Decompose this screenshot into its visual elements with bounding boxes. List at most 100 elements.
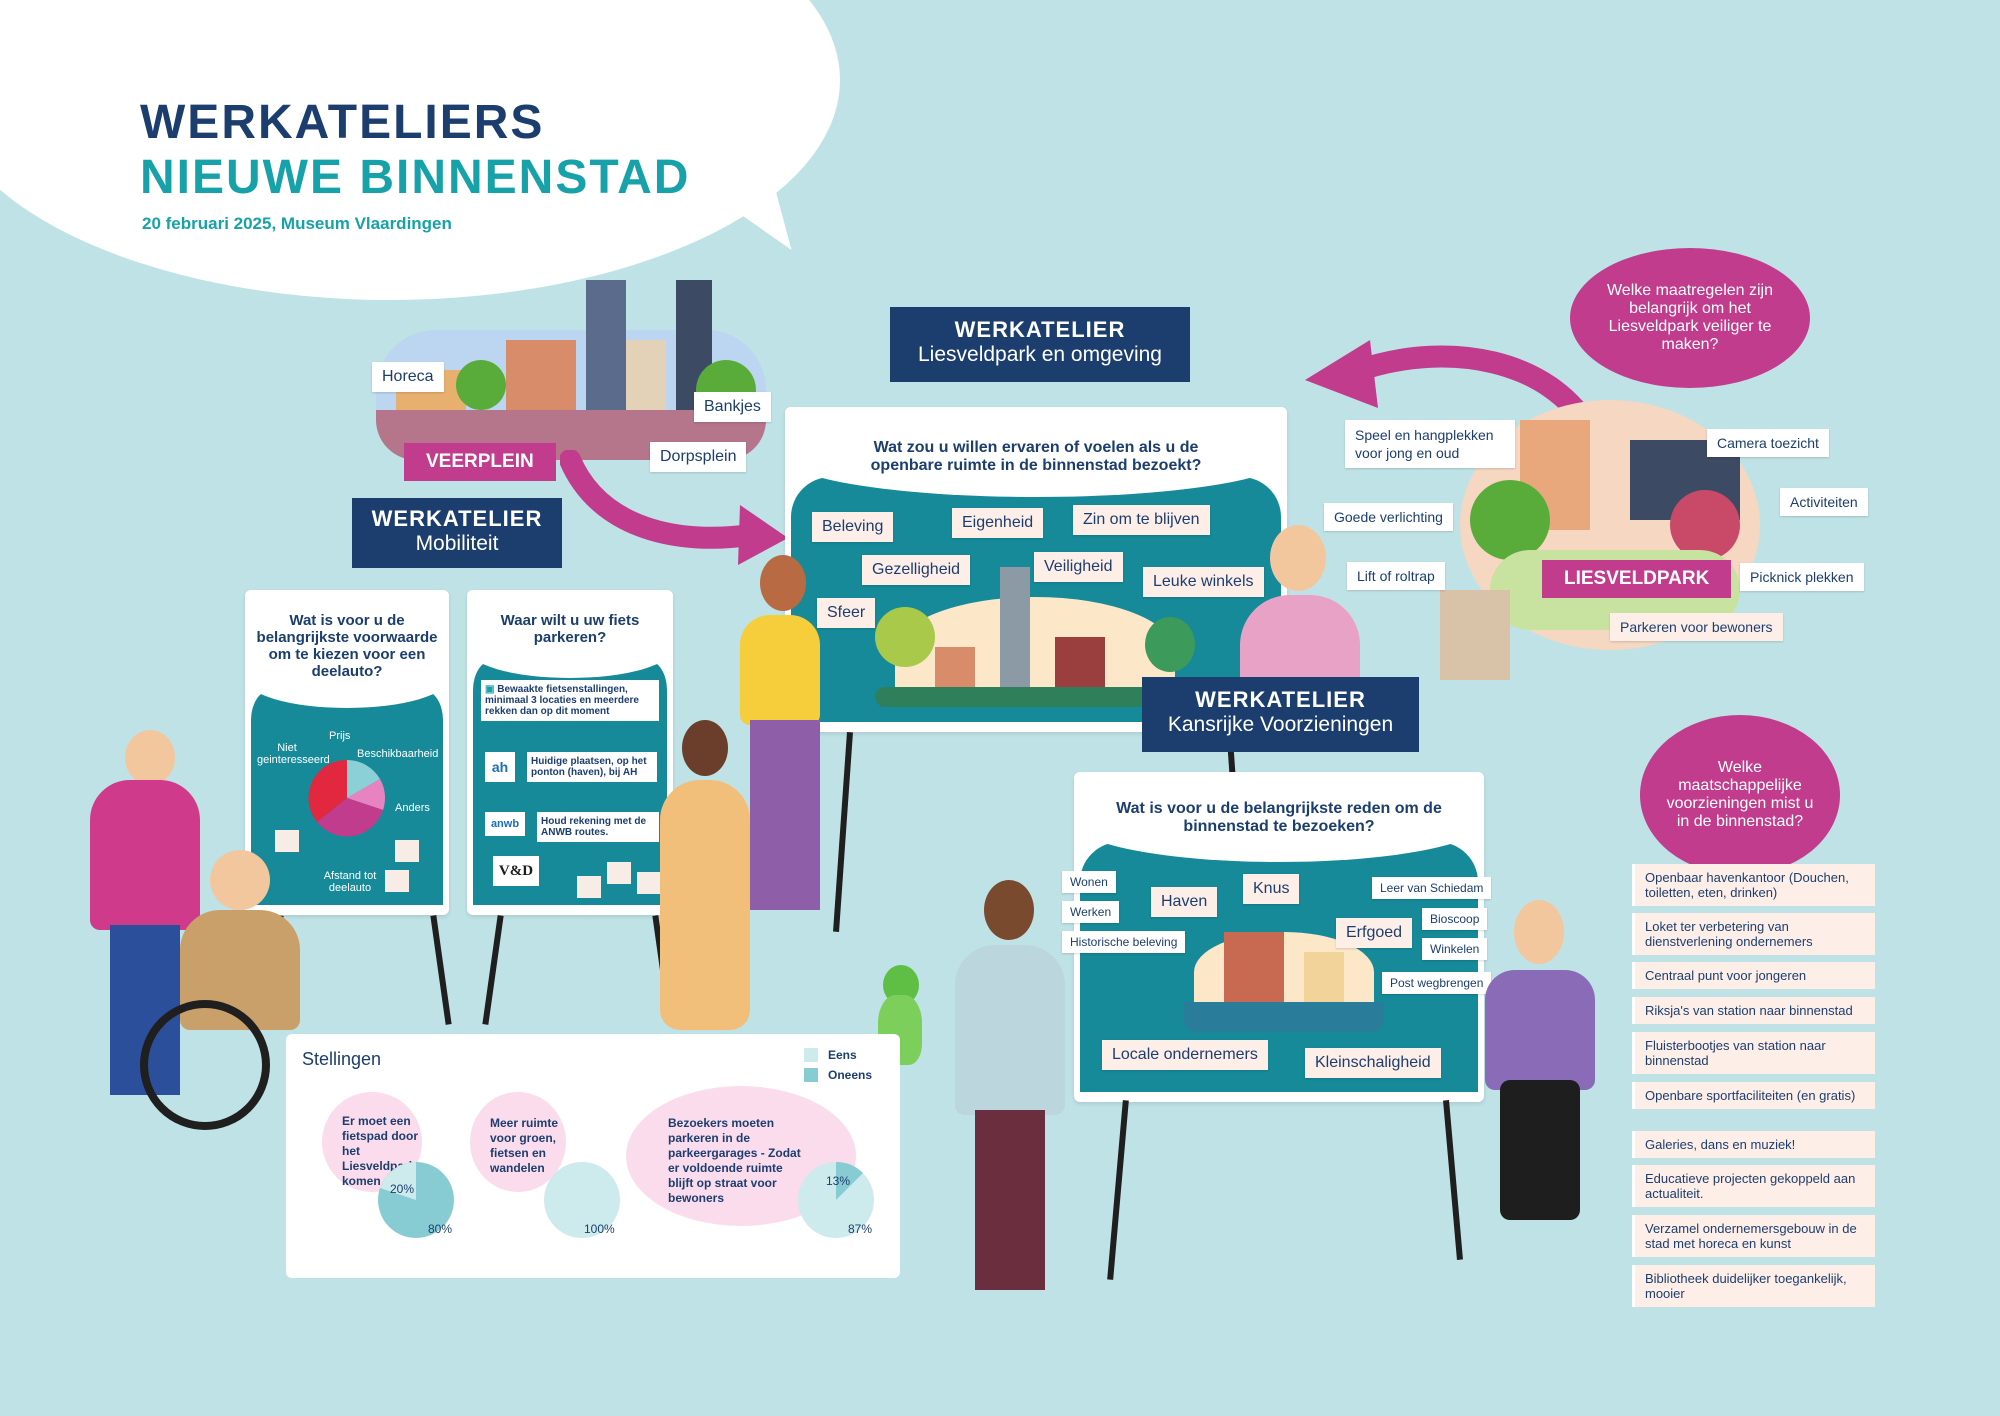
kansrijke-tag-wonen: Wonen <box>1062 871 1116 893</box>
liesveld-tag-parkeren: Parkeren voor bewoners <box>1610 613 1783 641</box>
liesveld-tag-veiligheid: Veiligheid <box>1034 552 1123 582</box>
veerplein-tag-horeca: Horeca <box>372 362 444 392</box>
liesveld-tag-activiteiten: Activiteiten <box>1780 488 1868 516</box>
mobiliteit-board-fiets: Waar wilt u uw fiets parkeren? ▣ Bewaakt… <box>467 590 673 915</box>
kansrijke-tag-locale: Locale ondernemers <box>1102 1040 1268 1070</box>
easel-legs <box>1107 1100 1129 1280</box>
deelauto-question: Wat is voor u de belangrijkste voorwaard… <box>256 612 438 680</box>
person-yellow-dress <box>650 720 760 1040</box>
kansrijke-tag-haven: Haven <box>1151 887 1218 917</box>
voorziening-item: Openbare sportfaciliteiten (en gratis) <box>1632 1082 1875 1109</box>
kansrijke-tag-schiedam: Leer van Schiedam <box>1372 877 1492 899</box>
voorziening-item: Verzamel ondernemersgebouw in de stad me… <box>1632 1215 1875 1257</box>
easel-legs <box>482 915 504 1025</box>
pie-pct-eens: 13% <box>826 1174 851 1188</box>
page-subtitle: 20 februari 2025, Museum Vlaardingen <box>142 214 452 233</box>
mobiliteit-board-deelauto: Wat is voor u de belangrijkste voorwaard… <box>245 590 449 915</box>
page-title-line2: NIEUWE BINNENSTAD <box>140 151 691 204</box>
kansrijke-tag-historisch: Historische beleving <box>1062 931 1186 953</box>
kansrijke-tag-kleinschalig: Kleinschaligheid <box>1305 1048 1441 1078</box>
camera-icon: ▣ <box>485 684 498 695</box>
voorziening-item: Centraal punt voor jongeren <box>1632 962 1875 989</box>
stellingen-title: Stellingen <box>302 1049 382 1069</box>
fiets-item-anwb: Houd rekening met de ANWB routes. <box>537 812 659 842</box>
town-illustration <box>875 567 1195 707</box>
veerplein-tag-dorpsplein: Dorpsplein <box>650 442 747 472</box>
arrow-veerplein <box>560 450 788 565</box>
legend-label-oneens: Oneens <box>828 1068 873 1082</box>
liesveld-tag-lift: Lift of roltrap <box>1347 562 1445 590</box>
kansrijke-tag-post: Post wegbrengen <box>1382 972 1492 994</box>
sticky-note <box>577 876 601 898</box>
person-yellow-top <box>720 555 840 955</box>
fiets-question: Waar wilt u uw fiets parkeren? <box>500 612 640 646</box>
liesveld-tag-beleving: Beleving <box>812 512 894 542</box>
kansrijke-tag-bioscoop: Bioscoop <box>1422 908 1488 930</box>
slice-label-prijs: Prijs <box>329 730 351 742</box>
statement-pie-2 <box>544 1162 620 1238</box>
legend-swatch-eens <box>804 1048 818 1062</box>
veerplein-tag-bankjes: Bankjes <box>694 392 771 422</box>
liesveldpark-heading: WERKATELIER Liesveldpark en omgeving <box>890 307 1190 382</box>
person-black-dress <box>1480 900 1600 1320</box>
liesveld-tag-picknick: Picknick plekken <box>1740 563 1864 591</box>
liesveld-tag-zin: Zin om te blijven <box>1073 505 1210 535</box>
sticky-note <box>637 872 661 894</box>
pie-pct-eens: 20% <box>390 1182 415 1196</box>
kansrijke-tag-knus: Knus <box>1243 874 1300 904</box>
easel-legs <box>430 915 452 1025</box>
voorziening-item: Openbaar havenkantoor (Douchen, toilette… <box>1632 864 1875 906</box>
statement-bubble <box>470 1092 566 1192</box>
person-grey-sweater <box>950 880 1070 1310</box>
harbour-illustration <box>1184 922 1384 1032</box>
voorzieningen-question-bubble: Welke maatschappelijke voorzieningen mis… <box>1640 715 1840 875</box>
voorziening-item: Loket ter verbetering van dienstverlenin… <box>1632 913 1875 955</box>
liesveld-tag-camera: Camera toezicht <box>1707 429 1829 457</box>
liesveld-question-bubble: Welke maatregelen zijn belangrijk om het… <box>1570 248 1810 388</box>
liesveldpark-label: LIESVELDPARK <box>1542 560 1732 598</box>
slice-label-niet: Niet geinteresseerd <box>257 742 330 766</box>
legend-label-eens: Eens <box>828 1048 857 1062</box>
kansrijke-tag-erfgoed: Erfgoed <box>1336 918 1413 948</box>
statement-pie-1 <box>378 1162 454 1238</box>
pie-pct-oneens: 80% <box>428 1222 453 1236</box>
kansrijke-tag-winkelen: Winkelen <box>1422 938 1488 960</box>
voorziening-item: Riksja's van station naar binnenstad <box>1632 997 1875 1024</box>
ah-logo: ah <box>485 752 515 782</box>
statement-text: Bezoekers moeten parkeren in de parkeerg… <box>668 1116 801 1205</box>
fiets-item-bewaakt: ▣ Bewaakte fietsenstallingen, minimaal 3… <box>481 680 659 721</box>
anwb-logo: anwb <box>485 812 525 836</box>
page-title-line1: WERKATELIERS <box>140 96 545 149</box>
vd-logo: V&D <box>493 856 539 886</box>
sticky-note <box>275 830 299 852</box>
statement-pie-3 <box>798 1161 874 1238</box>
liesveld-tag-eigenheid: Eigenheid <box>952 508 1044 538</box>
pie-pct-oneens: 87% <box>848 1222 873 1236</box>
voorziening-item: Educatieve projecten gekoppeld aan actua… <box>1632 1165 1875 1207</box>
voorziening-item: Bibliotheek duidelijker toegankelijk, mo… <box>1632 1265 1875 1307</box>
kansrijke-heading: WERKATELIER Kansrijke Voorzieningen <box>1142 677 1419 752</box>
liesveld-tag-verlichting: Goede verlichting <box>1324 503 1453 531</box>
slice-label-beschikbaarheid: Beschikbaarheid <box>357 748 439 760</box>
liesveld-tag-winkels: Leuke winkels <box>1143 567 1264 597</box>
fiets-item-huidige: Huidige plaatsen, op het ponton (haven),… <box>527 752 657 782</box>
liesveld-tag-sfeer: Sfeer <box>817 598 876 628</box>
kansrijke-question: Wat is voor u de belangrijkste reden om … <box>1116 800 1442 835</box>
slice-label-afstand: Afstand tot deelauto <box>323 870 377 894</box>
liesveldpark-question: Wat zou u willen ervaren of voelen als u… <box>870 439 1202 474</box>
stellingen-panel: Stellingen Eens Oneens Er moet een fiets… <box>286 1034 900 1278</box>
pie-pct-eens: 100% <box>584 1222 615 1236</box>
voorziening-item: Fluisterbootjes van station naar binnens… <box>1632 1032 1875 1074</box>
deelauto-pie <box>308 759 385 837</box>
voorziening-item: Galeries, dans en muziek! <box>1632 1131 1875 1158</box>
kansrijke-tag-werken: Werken <box>1062 901 1120 923</box>
veerplein-label: VEERPLEIN <box>404 443 556 481</box>
slice-label-anders: Anders <box>395 802 430 814</box>
statement-text: Meer ruimte voor groen, fietsen en wande… <box>490 1116 559 1175</box>
sticky-note <box>385 870 409 892</box>
sticky-note <box>607 862 631 884</box>
liesveld-tag-gezelligheid: Gezelligheid <box>862 555 971 585</box>
person-wheelchair <box>140 850 330 1150</box>
legend-swatch-oneens <box>804 1068 818 1082</box>
mobiliteit-heading: WERKATELIER Mobiliteit <box>352 498 562 568</box>
